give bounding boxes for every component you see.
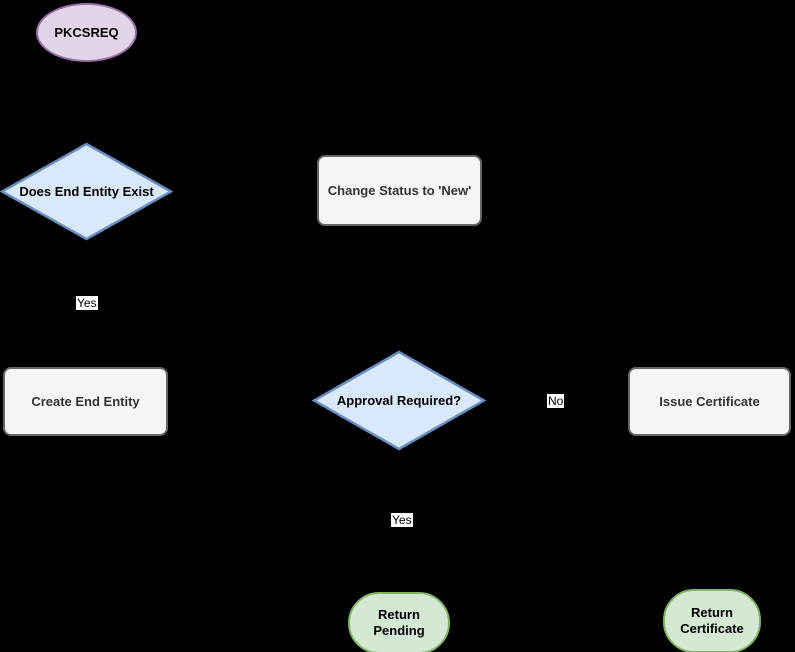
node-approval-required-label: Approval Required?	[336, 393, 462, 408]
node-does-end-entity-exist-label: Does End Entity Exist	[19, 184, 154, 199]
node-issue-certificate-label: Issue Certificate	[659, 393, 760, 409]
node-return-pending-label: Return Pending	[373, 607, 425, 638]
node-pkcsreq: PKCSREQ	[36, 3, 137, 62]
node-create-end-entity-label: Create End Entity	[31, 393, 140, 409]
node-change-status-new-label: Change Status to 'New'	[327, 182, 472, 198]
node-change-status-new: Change Status to 'New'	[317, 155, 482, 226]
edge-label-no: No	[547, 394, 565, 408]
node-pkcsreq-label: PKCSREQ	[54, 24, 119, 40]
node-return-certificate-label: Return Certificate	[680, 605, 744, 636]
node-create-end-entity: Create End Entity	[3, 367, 168, 436]
node-return-pending: Return Pending	[348, 592, 450, 652]
node-does-end-entity-exist: Does End Entity Exist	[0, 142, 173, 241]
node-issue-certificate: Issue Certificate	[628, 367, 791, 436]
edge-label-yes-1: Yes	[76, 296, 98, 310]
diamond-shape	[312, 350, 486, 451]
edge-label-yes-2: Yes	[391, 513, 413, 527]
node-approval-required: Approval Required?	[312, 350, 486, 451]
diamond-shape	[0, 142, 173, 241]
node-return-certificate: Return Certificate	[663, 589, 761, 652]
